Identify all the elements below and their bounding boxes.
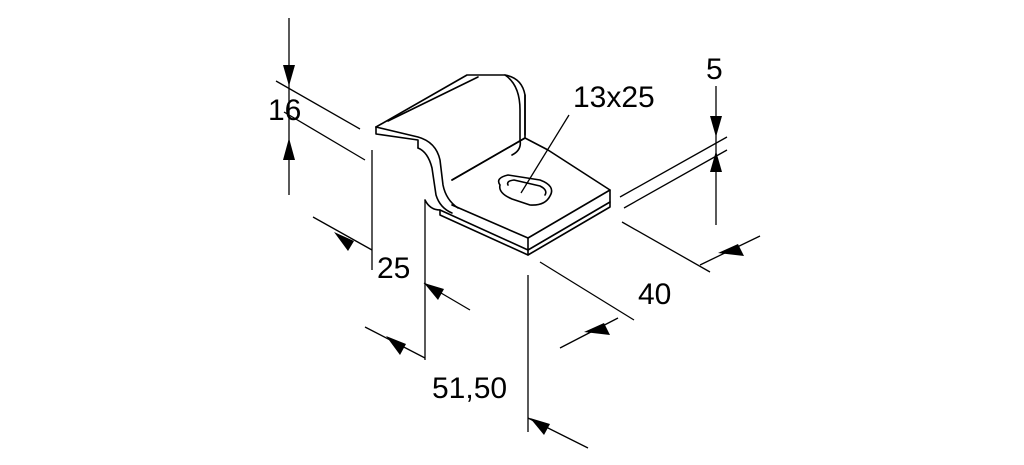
dimension-hole: 13x25 [520,81,655,194]
clamp-foot-top [451,137,611,239]
dimension-length-label: 51,50 [432,372,507,405]
clamp-riser-bottom [424,199,441,211]
clamp-slot-inner [506,179,547,196]
clamp-riser-side [451,94,526,181]
dimension-width: 25 [312,150,471,311]
dimension-thickness-label: 5 [706,53,723,86]
clamp-top-edge [375,126,459,209]
clamp-top-inner-line [387,76,479,122]
clamp-top-front-edge [375,126,419,149]
dimension-hole-label: 13x25 [573,81,655,114]
dimension-depth: 40 [539,221,761,349]
clamp-riser-curve [417,147,453,214]
dimension-depth-label: 40 [638,278,671,311]
clamp-top-face [375,74,526,136]
dimension-length: 51,50 [364,200,589,449]
dimension-height: 16 [268,18,366,195]
clamp-foot-front [439,189,611,251]
clamp-back-curve [504,74,522,156]
dimension-width-label: 25 [377,252,410,285]
clamp-slot-hole [497,174,553,206]
dimension-height-label: 16 [268,94,301,127]
dimension-thickness: 5 [619,53,728,225]
clamp-foot-front-lower [439,201,611,256]
